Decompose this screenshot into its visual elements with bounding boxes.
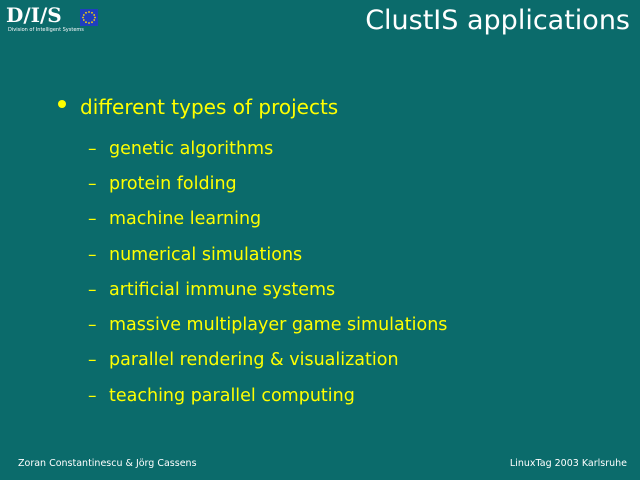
list-item: – artificial immune systems [88,272,447,307]
list-item-text: parallel rendering & visualization [109,350,399,371]
slide-title: ClustIS applications [365,5,630,36]
bullet-dot-icon [58,100,66,108]
main-bullet-label: different types of projects [80,95,339,119]
list-item-text: artificial immune systems [109,279,336,300]
list-item: – teaching parallel computing [88,378,447,413]
dash-icon: – [88,279,97,300]
list-item-text: teaching parallel computing [109,385,355,406]
dash-icon: – [88,138,97,159]
footer-authors: Zoran Constantinescu & Jörg Cassens [18,458,197,469]
dash-icon: – [88,173,97,194]
dash-icon: – [88,315,97,336]
dash-icon: – [88,209,97,230]
list-item: – parallel rendering & visualization [88,343,447,378]
dash-icon: – [88,385,97,406]
dash-icon: – [88,244,97,265]
list-item-text: massive multiplayer game simulations [109,315,448,336]
list-item: – protein folding [88,166,447,201]
logo-subtitle: Division of Intelligent Systems [8,27,84,33]
dis-logo: D/I/S Division of Intelligent Systems [6,3,98,38]
list-item-text: protein folding [109,173,237,194]
logo-text: D/I/S [6,3,62,27]
list-item: – machine learning [88,202,447,237]
main-bullet: different types of projects [58,92,338,122]
list-item-text: numerical simulations [109,244,303,265]
list-item: – genetic algorithms [88,131,447,166]
list-item-text: machine learning [109,209,262,230]
sub-bullet-list: – genetic algorithms – protein folding –… [88,131,447,413]
eu-stars-icon [80,9,98,26]
list-item: – massive multiplayer game simulations [88,307,447,342]
list-item-text: genetic algorithms [109,138,274,159]
dash-icon: – [88,350,97,371]
footer-event: LinuxTag 2003 Karlsruhe [509,458,627,469]
list-item: – numerical simulations [88,237,447,272]
